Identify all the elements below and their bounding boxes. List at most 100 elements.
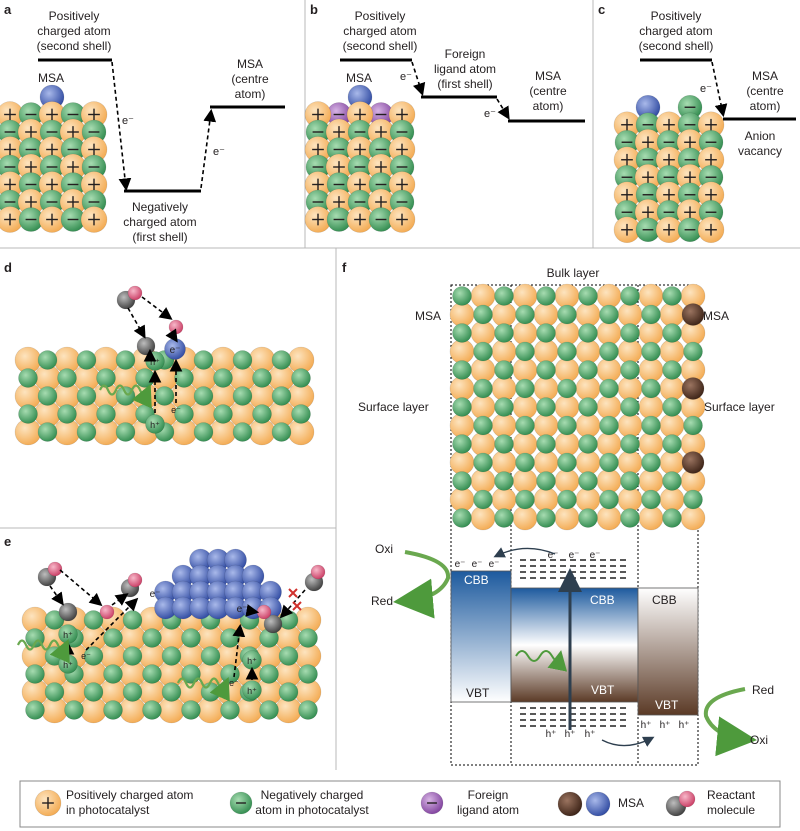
negative-atom bbox=[620, 434, 640, 454]
negative-atom bbox=[37, 422, 58, 442]
panel-a-arrow-down bbox=[111, 61, 132, 192]
negative-atom bbox=[122, 682, 143, 702]
electron-label: e⁻ bbox=[455, 559, 466, 570]
positive-atom bbox=[596, 505, 622, 531]
negative-atom bbox=[193, 350, 214, 370]
panel-f-bulk-label: Bulk layer bbox=[547, 266, 600, 280]
negative-atom bbox=[515, 452, 535, 473]
negative-atom bbox=[181, 628, 201, 648]
negative-atom bbox=[83, 610, 104, 630]
negative-atom bbox=[291, 404, 311, 424]
panel-f-cbb-left: CBB bbox=[464, 573, 489, 587]
positive-atom bbox=[388, 206, 416, 233]
positive-atom bbox=[554, 431, 580, 457]
negative-atom bbox=[515, 378, 535, 399]
negative-atom bbox=[536, 508, 556, 528]
negative-atom bbox=[683, 489, 703, 510]
negative-atom bbox=[193, 422, 214, 442]
negative-atom bbox=[578, 397, 598, 417]
positive-atom bbox=[697, 181, 725, 209]
negative-atom bbox=[142, 700, 162, 720]
negative-atom bbox=[57, 404, 77, 424]
negative-atom bbox=[83, 682, 104, 702]
panel-a-right-label-1: MSA bbox=[237, 57, 263, 71]
positive-atom bbox=[554, 468, 580, 494]
positive-atom bbox=[491, 302, 517, 327]
positive-atom bbox=[638, 357, 664, 383]
positive-atom bbox=[491, 413, 517, 438]
panel-f-electron-transfer-arrow bbox=[493, 547, 556, 558]
negative-atom bbox=[181, 700, 201, 720]
positive-atom bbox=[617, 450, 643, 475]
positive-atom bbox=[512, 431, 538, 457]
positive-atom bbox=[533, 339, 559, 364]
panel-f: f Bulk layer MSA MSA Surface layer Surfa… bbox=[342, 260, 775, 766]
legend-foreign-1: Foreign bbox=[468, 788, 509, 802]
reactant-pink-atom bbox=[256, 604, 272, 620]
positive-atom bbox=[638, 394, 664, 420]
negative-atom bbox=[473, 378, 493, 399]
negative-atom bbox=[37, 350, 58, 370]
legend-icons bbox=[34, 789, 696, 817]
reactant-pink-atom bbox=[127, 285, 143, 301]
positive-atom bbox=[533, 450, 559, 475]
panel-a-arrow-up bbox=[200, 108, 217, 189]
negative-atom bbox=[662, 471, 682, 491]
positive-atom bbox=[470, 394, 496, 420]
positive-atom bbox=[367, 153, 395, 181]
legend-reactant-1: Reactant bbox=[707, 788, 756, 802]
negative-atom bbox=[259, 700, 279, 720]
negative-atom bbox=[578, 323, 598, 343]
positive-atom bbox=[659, 487, 685, 512]
positive-atom bbox=[617, 339, 643, 364]
negative-atom bbox=[599, 415, 619, 436]
panel-a-electron-2: e⁻ bbox=[213, 146, 225, 158]
electron-label: e⁻ bbox=[170, 345, 181, 356]
negative-atom bbox=[677, 94, 703, 120]
negative-atom bbox=[298, 700, 318, 720]
negative-atom bbox=[60, 207, 86, 232]
legend-positive-icon bbox=[34, 789, 62, 817]
legend-box bbox=[19, 780, 781, 828]
positive-atom bbox=[638, 320, 664, 346]
positive-atom bbox=[617, 376, 643, 401]
negative-atom bbox=[242, 680, 262, 700]
negative-atom bbox=[232, 386, 253, 406]
panel-b-letter: b bbox=[310, 2, 318, 17]
panel-a-bottom-label-1: Negatively bbox=[132, 200, 188, 214]
electron-label: e⁻ bbox=[229, 678, 239, 688]
negative-atom bbox=[662, 286, 682, 306]
positive-atom bbox=[470, 357, 496, 383]
reactant-pink-atom bbox=[99, 604, 115, 620]
panel-c-top-label-2: charged atom bbox=[639, 24, 712, 38]
positive-atom bbox=[470, 505, 496, 531]
negative-atom bbox=[536, 397, 556, 417]
electron-label: e⁻ bbox=[489, 559, 500, 570]
negative-atom bbox=[557, 452, 577, 473]
negative-atom bbox=[18, 404, 38, 424]
positive-atom bbox=[491, 339, 517, 364]
negative-atom bbox=[494, 323, 514, 343]
negative-atom bbox=[599, 341, 619, 362]
negative-atom bbox=[252, 404, 272, 424]
panel-f-redox-arrow-left bbox=[393, 550, 451, 619]
panel-b-electron-1: e⁻ bbox=[400, 71, 412, 83]
panel-d-slab bbox=[14, 346, 315, 446]
hole-label: h⁺ bbox=[641, 720, 652, 731]
legend-reactant-2: molecule bbox=[707, 803, 755, 817]
negative-atom bbox=[326, 207, 352, 232]
positive-atom bbox=[655, 216, 683, 244]
positive-atom bbox=[638, 468, 664, 494]
negative-atom bbox=[200, 646, 221, 666]
negative-atom bbox=[122, 646, 143, 666]
positive-atom bbox=[659, 450, 685, 475]
negative-atom bbox=[115, 350, 136, 370]
panel-f-band-middle bbox=[510, 587, 639, 703]
negative-atom bbox=[620, 471, 640, 491]
negative-atom bbox=[641, 378, 661, 399]
panel-b-arrow-1 bbox=[411, 61, 426, 97]
reactant-molecule bbox=[120, 572, 143, 598]
negative-atom bbox=[452, 471, 472, 491]
reactant-molecule bbox=[58, 602, 115, 622]
panel-c-top-label-1: Positively bbox=[651, 9, 702, 23]
